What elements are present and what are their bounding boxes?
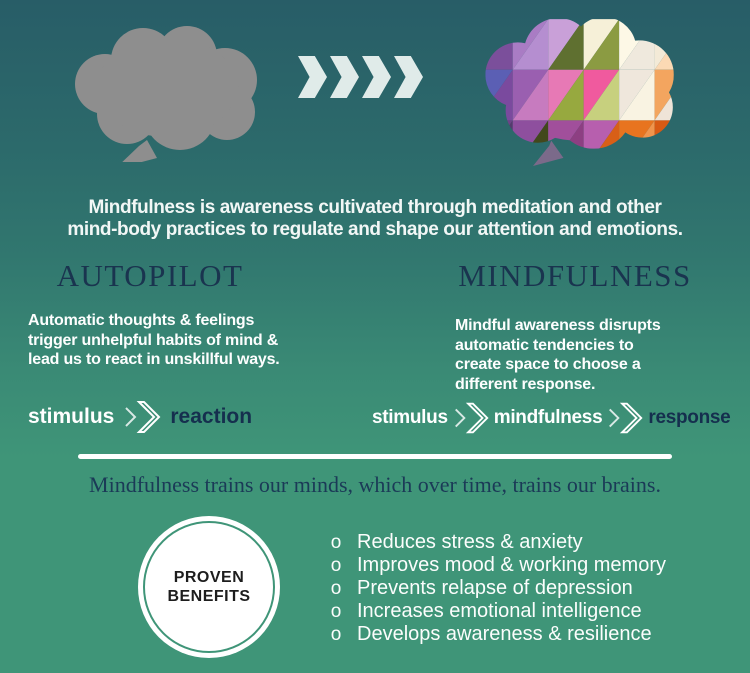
- bullet-icon: o: [330, 578, 342, 599]
- proven-benefits-badge: PROVEN BENEFITS: [138, 516, 280, 658]
- list-item: o Reduces stress & anxiety: [328, 531, 666, 554]
- autopilot-flow: stimulus reaction: [28, 398, 252, 436]
- intro-line-2: mind-body practices to regulate and shap…: [67, 219, 683, 240]
- double-chevron-icon: [125, 401, 161, 433]
- bullet-icon: o: [330, 624, 342, 645]
- intro-line-1: Mindfulness is awareness cultivated thro…: [88, 197, 662, 218]
- intro-paragraph: Mindfulness is awareness cultivated thro…: [0, 197, 750, 241]
- mindfulness-line-2: automatic tendencies to: [455, 336, 634, 354]
- chevron-arrow-icon: [298, 56, 327, 98]
- autopilot-line-1: Automatic thoughts & feelings: [28, 312, 255, 329]
- flow-word-stimulus: stimulus: [372, 407, 448, 428]
- benefit-label: Develops awareness & resilience: [357, 623, 652, 645]
- chevron-arrow-icon: [394, 56, 423, 98]
- flow-word-reaction: reaction: [170, 405, 253, 428]
- flow-word-mindfulness: mindfulness: [493, 407, 603, 428]
- autopilot-description: Automatic thoughts & feelings trigger un…: [28, 311, 318, 370]
- benefit-label: Improves mood & working memory: [357, 554, 666, 576]
- tagline: Mindfulness trains our minds, which over…: [89, 472, 661, 497]
- colorful-brain-icon: [485, 19, 674, 166]
- section-divider: [78, 454, 672, 459]
- autopilot-line-2: trigger unhelpful habits of mind &: [28, 331, 279, 349]
- benefits-list: o Reduces stress & anxiety o Improves mo…: [328, 531, 666, 646]
- chevron-arrow-icon: [330, 56, 359, 98]
- badge-line-2: BENEFITS: [167, 588, 251, 605]
- bullet-icon: o: [330, 555, 342, 576]
- autopilot-line-3: lead us to react in unskillful ways.: [28, 351, 280, 368]
- mindfulness-flow: stimulus mindfulness response: [372, 400, 731, 436]
- mindfulness-title: MINDFULNESS: [458, 258, 692, 293]
- badge-ring: [143, 521, 275, 653]
- transition-arrows: [298, 56, 423, 98]
- benefit-label: Prevents relapse of depression: [357, 577, 633, 599]
- bullet-icon: o: [330, 601, 342, 622]
- mindfulness-line-1: Mindful awareness disrupts: [455, 317, 661, 334]
- benefit-label: Increases emotional intelligence: [357, 600, 642, 622]
- mindfulness-line-3: create space to choose a: [455, 356, 641, 373]
- chevron-arrow-icon: [362, 56, 391, 98]
- double-chevron-icon: [454, 402, 489, 434]
- badge-line-1: PROVEN: [173, 569, 245, 586]
- gray-brain-icon: [75, 26, 257, 162]
- list-item: o Develops awareness & resilience: [328, 623, 666, 646]
- mindfulness-line-4: different response.: [455, 375, 596, 393]
- badge-text: PROVEN BENEFITS: [138, 516, 280, 658]
- list-item: o Increases emotional intelligence: [328, 600, 666, 623]
- autopilot-title: AUTOPILOT: [56, 258, 244, 293]
- flow-word-response: response: [648, 407, 731, 428]
- flow-word-stimulus: stimulus: [28, 405, 115, 428]
- list-item: o Improves mood & working memory: [328, 554, 666, 577]
- double-chevron-icon: [609, 402, 643, 434]
- mindfulness-description: Mindful awareness disrupts automatic ten…: [455, 316, 735, 394]
- benefit-label: Reduces stress & anxiety: [357, 531, 583, 553]
- bullet-icon: o: [330, 532, 342, 553]
- list-item: o Prevents relapse of depression: [328, 577, 666, 600]
